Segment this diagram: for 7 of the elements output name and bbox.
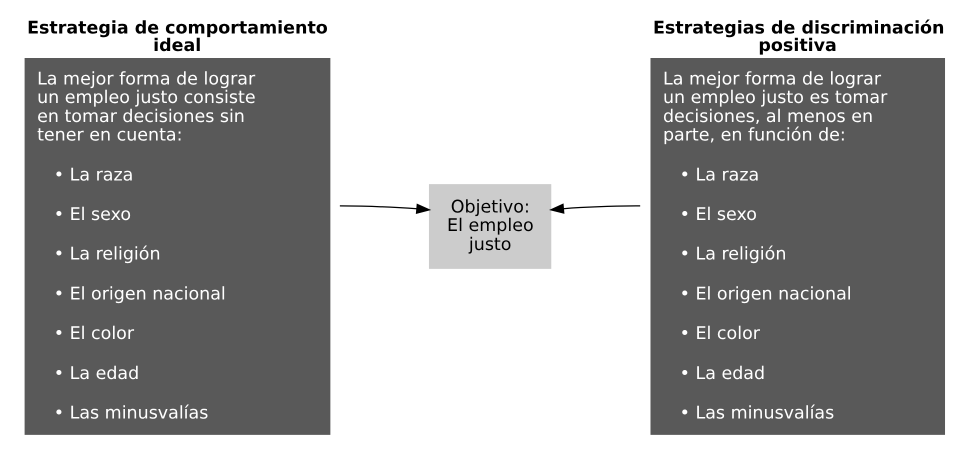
arrow: [339, 204, 431, 214]
node-label: Estrategias de discriminación positiva: [652, 18, 944, 56]
node-box: La mejor forma de lograr un empleo justo es tomar decisiones, al menos en parte, en función de: • La raza • El sexo • La religión • El origen nacional • El color • La edad • Las minusvalías: [650, 58, 945, 435]
arrow: [548, 203, 640, 214]
node-label: Estrategia de comportamiento ideal: [26, 18, 328, 56]
node-box: Objetivo: El empleo justo: [428, 184, 551, 269]
node-box: La mejor forma de lograr un empleo justo consiste en tomar decisiones sin tener en cuenta: • La raza • El sexo • La religión • El origen nacional • El color • La edad • Las minusvalías: [24, 58, 330, 435]
